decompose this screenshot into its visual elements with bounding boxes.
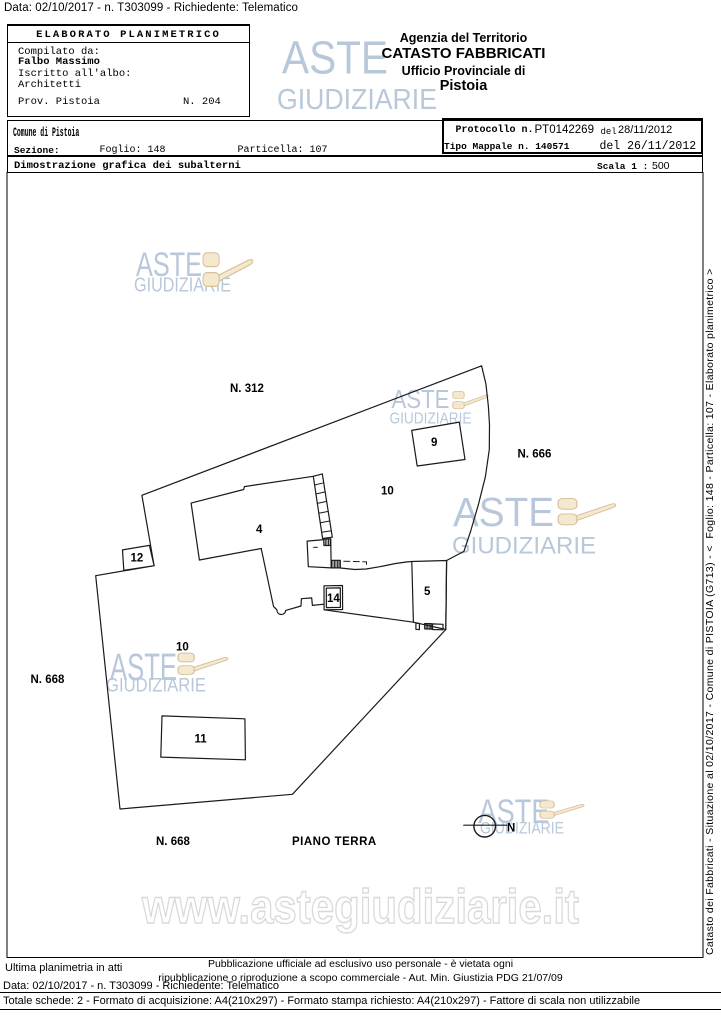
watermark-map-2: ASTE GIUDIZIARIE bbox=[390, 384, 489, 428]
scala-label: Scala 1 : bbox=[597, 160, 649, 172]
label-sub12: 12 bbox=[131, 553, 144, 565]
prov-label: Prov. Pistoia bbox=[18, 96, 100, 108]
watermark-map-1: ASTE GIUDIZIARIE bbox=[134, 246, 254, 297]
elaborato-title-rule bbox=[8, 42, 249, 43]
agency-office: Ufficio Provinciale di bbox=[401, 64, 526, 78]
sezione-label: Sezione: bbox=[14, 144, 60, 156]
building-4-outline bbox=[190, 475, 314, 561]
rect-12 bbox=[121, 544, 155, 571]
courtyard-dashes bbox=[343, 560, 367, 565]
gavel-icon bbox=[557, 497, 617, 526]
footer-ultima: Ultima planimetria in atti bbox=[5, 961, 123, 974]
north-circle bbox=[473, 814, 497, 838]
agency-header: Agenzia del Territorio CATASTO FABBRICAT… bbox=[342, 0, 585, 100]
dimostrazione-band: Dimostrazione grafica dei subalterni Sca… bbox=[7, 156, 703, 173]
protocollo-date: 28/11/2012 bbox=[618, 124, 673, 136]
courtyard-line bbox=[339, 560, 413, 571]
watermark-map-3: ASTE GIUDIZIARIE bbox=[452, 489, 617, 560]
stair-landing-hatch bbox=[324, 538, 331, 546]
label-n668-bottom: N. 668 bbox=[156, 836, 190, 848]
area-5-outline bbox=[411, 559, 448, 631]
comune-band: Comune di Pistoia Sezione: Foglio: 148 P… bbox=[7, 120, 703, 156]
label-sub10-bottom: 10 bbox=[176, 642, 189, 654]
protocollo-number: PT0142269 bbox=[534, 123, 594, 136]
building-4-stair-treads bbox=[314, 482, 332, 533]
building-4-bottom bbox=[198, 547, 262, 561]
watermark-text: GIUDIZIARIE bbox=[452, 533, 596, 560]
label-sub10-top: 10 bbox=[381, 486, 394, 498]
document-date-line: Data: 02/10/2017 - n. T303099 - Richiede… bbox=[4, 2, 299, 14]
compilato-value: Falbo Massimo bbox=[18, 55, 100, 68]
label-sub14: 14 bbox=[327, 593, 340, 605]
parcel-boundary bbox=[95, 365, 491, 810]
agency-name: Agenzia del Territorio bbox=[399, 30, 528, 45]
watermark-map-4: ASTE GIUDIZIARIE bbox=[106, 647, 229, 697]
label-piano-terra: PIANO TERRA bbox=[292, 836, 377, 848]
protocollo-box: Protocollo n. PT0142269 del 28/11/2012 T… bbox=[441, 118, 703, 154]
elaborato-title: ELABORATO PLANIMETRICO bbox=[36, 28, 221, 41]
label-n668-left: N. 668 bbox=[31, 674, 65, 686]
scala-value: 500 bbox=[652, 159, 670, 172]
building-4-annex bbox=[306, 539, 332, 569]
building-4-stairs bbox=[312, 473, 333, 540]
plan-lines bbox=[95, 365, 508, 838]
foglio-label: Foglio: 148 bbox=[99, 144, 166, 156]
watermark-text: GIUDIZIARIE bbox=[480, 819, 564, 838]
dimostrazione-label: Dimostrazione grafica dei subalterni bbox=[14, 160, 241, 172]
watermark-text: ASTE bbox=[136, 246, 202, 284]
gavel-icon bbox=[452, 390, 489, 410]
building-4-wing bbox=[260, 547, 325, 616]
footer-rule-top bbox=[0, 992, 721, 994]
watermark-url: www.astegiudiziarie.it bbox=[141, 881, 579, 934]
albo-value: Architetti bbox=[18, 78, 82, 91]
watermarks: ASTE GIUDIZIARIE ASTE GIUDIZIARIE ASTE G… bbox=[106, 32, 617, 935]
protocollo-del-label: del bbox=[600, 126, 617, 137]
footer-totale-line: Totale schede: 2 - Formato di acquisizio… bbox=[3, 994, 641, 1007]
label-sub11: 11 bbox=[195, 734, 208, 746]
tipo-mappale-date: del 26/11/2012 bbox=[599, 140, 697, 153]
watermark-header: ASTE GIUDIZIARIE bbox=[277, 32, 437, 117]
particella-label: Particella: 107 bbox=[237, 144, 328, 156]
label-n666: N. 666 bbox=[518, 449, 552, 461]
tipo-mappale-label: Tipo Mappale n. 140571 bbox=[444, 140, 570, 152]
watermark-text: ASTE bbox=[282, 32, 388, 84]
gavel-icon bbox=[177, 652, 229, 676]
watermark-text: GIUDIZIARIE bbox=[106, 675, 206, 697]
footer-publication-line1: Pubblicazione ufficiale ad esclusivo uso… bbox=[207, 957, 514, 970]
map-labels: N. 312 N. 666 N. 668 N. 668 PIANO TERRA … bbox=[31, 383, 552, 848]
rect-11 bbox=[160, 715, 246, 761]
label-north: N bbox=[507, 823, 515, 835]
area-5-landing-hatch bbox=[425, 623, 432, 630]
compilato-label: Compilato da: bbox=[18, 46, 100, 58]
label-sub9: 9 bbox=[431, 437, 437, 449]
agency-city: Pistoia bbox=[439, 78, 488, 94]
north-symbol bbox=[463, 814, 508, 838]
agency-catasto: CATASTO FABBRICATI bbox=[381, 44, 546, 62]
albo-number: N. 204 bbox=[183, 96, 221, 108]
square-9 bbox=[411, 421, 466, 467]
albo-label: Iscritto all'albo: bbox=[18, 68, 132, 80]
footer-rule-bottom bbox=[0, 1008, 721, 1010]
comune-label: Comune di Pistoia bbox=[13, 124, 80, 140]
watermark-text: GIUDIZIARIE bbox=[277, 84, 437, 116]
sidebar-vertical-text: Catasto dei Fabbricati - Situazione al 0… bbox=[704, 268, 716, 955]
label-n312: N. 312 bbox=[230, 383, 264, 395]
footer-data-line: Data: 02/10/2017 - n. T303099 - Richiede… bbox=[3, 979, 279, 992]
square-14-outer bbox=[323, 584, 344, 611]
watermark-text: ASTE bbox=[110, 647, 177, 689]
stairs-2-hatch bbox=[332, 559, 340, 569]
watermark-text: ASTE bbox=[453, 489, 554, 535]
label-sub5: 5 bbox=[424, 586, 431, 598]
line-under-14 bbox=[323, 609, 414, 623]
protocollo-label: Protocollo n. bbox=[455, 125, 534, 136]
label-sub4: 4 bbox=[256, 524, 263, 536]
square-14-inner bbox=[325, 587, 341, 609]
footer-publication-line2: ripubblicazione o riproduzione a scopo c… bbox=[158, 971, 563, 984]
elaborato-box: ELABORATO PLANIMETRICO Compilato da: Fal… bbox=[7, 24, 250, 117]
